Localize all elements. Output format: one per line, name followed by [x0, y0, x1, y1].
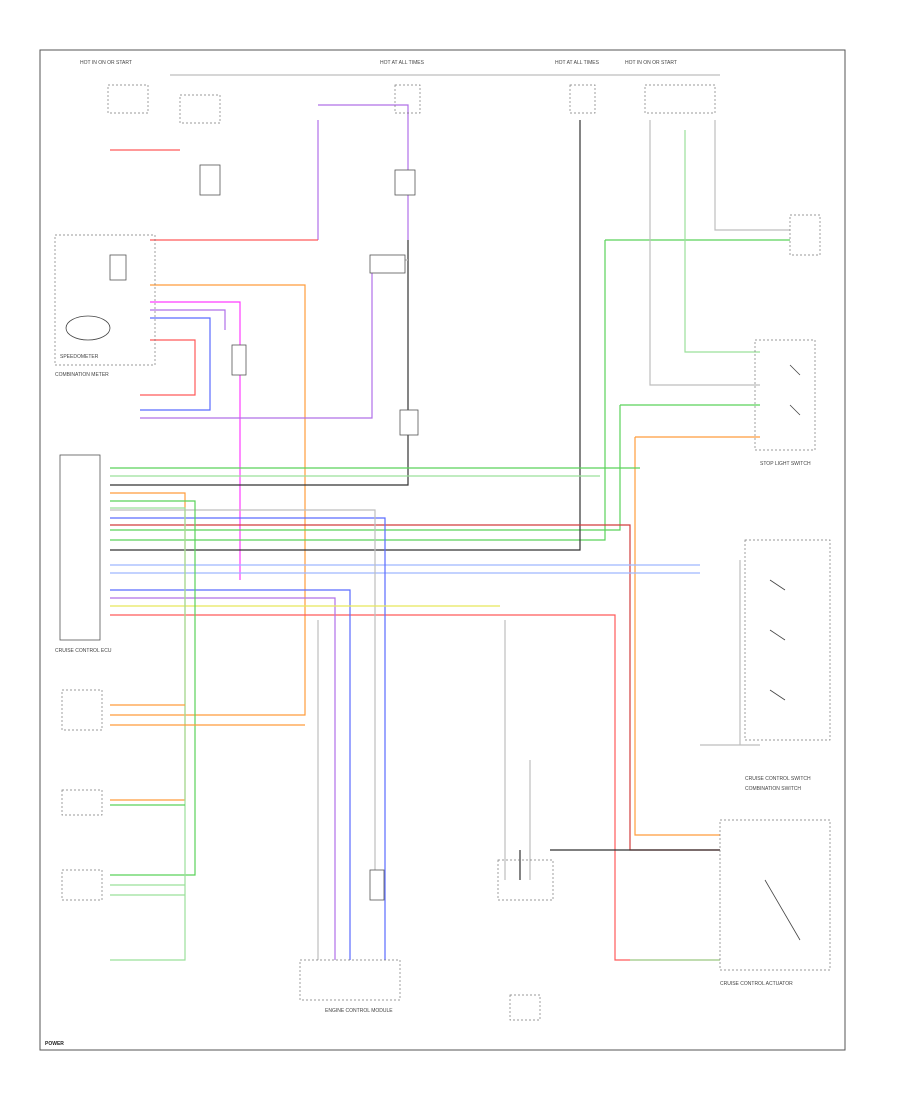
junction-box-5 — [231, 344, 247, 376]
fuse-box-2 — [179, 94, 221, 124]
component-box-1 — [61, 689, 103, 731]
wire-red-meter-2 — [140, 339, 196, 396]
fuse-box-1 — [107, 84, 149, 114]
wire-ltgreen-ecu — [110, 507, 186, 961]
junction-box-2 — [394, 169, 416, 196]
switch-contact-2 — [789, 404, 801, 416]
wire-violet-ecm — [110, 597, 336, 960]
wire-gray-cruise — [700, 560, 760, 746]
combination-meter-label: COMBINATION METER — [55, 372, 109, 378]
wire-black-actuator — [519, 849, 720, 880]
engine-control-module-box — [299, 959, 401, 1001]
switch-contact-3 — [769, 579, 786, 591]
wire-violet-meter — [150, 309, 226, 330]
switch-contact-1 — [789, 364, 801, 376]
cruise-control-switch-label: CRUISE CONTROL SWITCH — [745, 776, 811, 782]
wire-red-ecu — [110, 614, 720, 961]
connector-top-right — [789, 214, 821, 256]
fuse-box-4 — [569, 84, 596, 114]
diagram-border — [39, 49, 846, 1051]
actuator-arm — [764, 879, 801, 941]
cruise-control-actuator-label: CRUISE CONTROL ACTUATOR — [720, 981, 793, 987]
junction-box-3 — [369, 254, 406, 274]
wire-violet-top — [318, 104, 409, 240]
junction-box-4 — [399, 409, 419, 436]
wire-orange-ecu — [110, 492, 186, 801]
engine-control-module-label: ENGINE CONTROL MODULE — [325, 1008, 393, 1014]
speedometer-label: SPEEDOMETER — [60, 354, 99, 360]
wire-gray-right2 — [714, 120, 790, 231]
cruise-control-ecu: CRUISE CONTROL ECU — [55, 454, 112, 654]
wire-black-right — [110, 120, 581, 551]
wire-violet-bottom — [140, 265, 373, 419]
wire-orange-right — [634, 436, 760, 836]
lower-mid-box-2 — [509, 994, 541, 1021]
fuse-label-top-left: HOT IN ON OR START — [80, 60, 132, 66]
switch-contact-4 — [769, 629, 786, 641]
component-box-3 — [61, 869, 103, 901]
footer-label: POWER — [45, 1041, 64, 1047]
fuse-box-3 — [394, 84, 421, 114]
cruise-control-ecu-box — [59, 454, 101, 641]
speedometer-gauge — [65, 315, 111, 341]
stop-light-switch-box — [754, 339, 816, 451]
cruise-control-ecu-label: CRUISE CONTROL ECU — [55, 648, 112, 654]
cruise-control-switch-box — [744, 539, 831, 741]
lower-mid-component — [497, 859, 554, 1021]
wire-orange-row — [110, 704, 305, 726]
combination-switch-label: COMBINATION SWITCH — [745, 786, 801, 792]
wire-green-ecu3 — [110, 500, 196, 876]
speedometer-sensor — [109, 254, 127, 281]
wire-orange-meter — [110, 284, 306, 716]
fuse-label-top-mid: HOT AT ALL TIMES — [380, 60, 425, 66]
wire-blue-ecm2 — [110, 517, 386, 960]
engine-control-module: ENGINE CONTROL MODULE — [299, 869, 401, 1014]
junction-box-1 — [199, 164, 221, 196]
wire-layer — [110, 74, 790, 961]
wire-gray-right — [649, 120, 760, 386]
wire-green-right2 — [110, 404, 760, 531]
stop-light-switch-label: STOP LIGHT SWITCH — [760, 461, 811, 467]
wire-gray-actuator — [504, 620, 531, 880]
component-box-2 — [61, 789, 103, 816]
cruise-control-switch: CRUISE CONTROL SWITCH COMBINATION SWITCH — [744, 539, 831, 792]
wire-ltgreen-row — [110, 884, 185, 896]
fuse-group: HOT IN ON OR START HOT AT ALL TIMES HOT … — [80, 60, 716, 436]
wire-darkred-ecu1 — [110, 524, 720, 851]
fuse-label-top-right1: HOT AT ALL TIMES — [555, 60, 600, 66]
switch-contact-5 — [769, 689, 786, 701]
stop-light-switch: STOP LIGHT SWITCH — [754, 339, 816, 467]
cruise-control-actuator-box — [719, 819, 831, 971]
ecm-sensor — [369, 869, 385, 901]
lower-mid-box — [497, 859, 554, 901]
left-components — [61, 689, 103, 901]
fuse-box-5 — [644, 84, 716, 114]
fuse-label-top-right2: HOT IN ON OR START — [625, 60, 677, 66]
wire-green-loop — [110, 240, 606, 541]
combination-meter: SPEEDOMETER COMBINATION METER — [54, 234, 156, 378]
wire-black-mid — [110, 240, 409, 486]
wire-magenta — [150, 301, 241, 580]
combination-meter-box — [54, 234, 156, 366]
wire-blue-ecm — [110, 589, 351, 960]
wire-green-right — [684, 130, 760, 353]
cruise-control-actuator: CRUISE CONTROL ACTUATOR — [719, 819, 831, 987]
wire-gray-ecm — [110, 509, 376, 870]
wire-blue-meter — [140, 317, 211, 411]
